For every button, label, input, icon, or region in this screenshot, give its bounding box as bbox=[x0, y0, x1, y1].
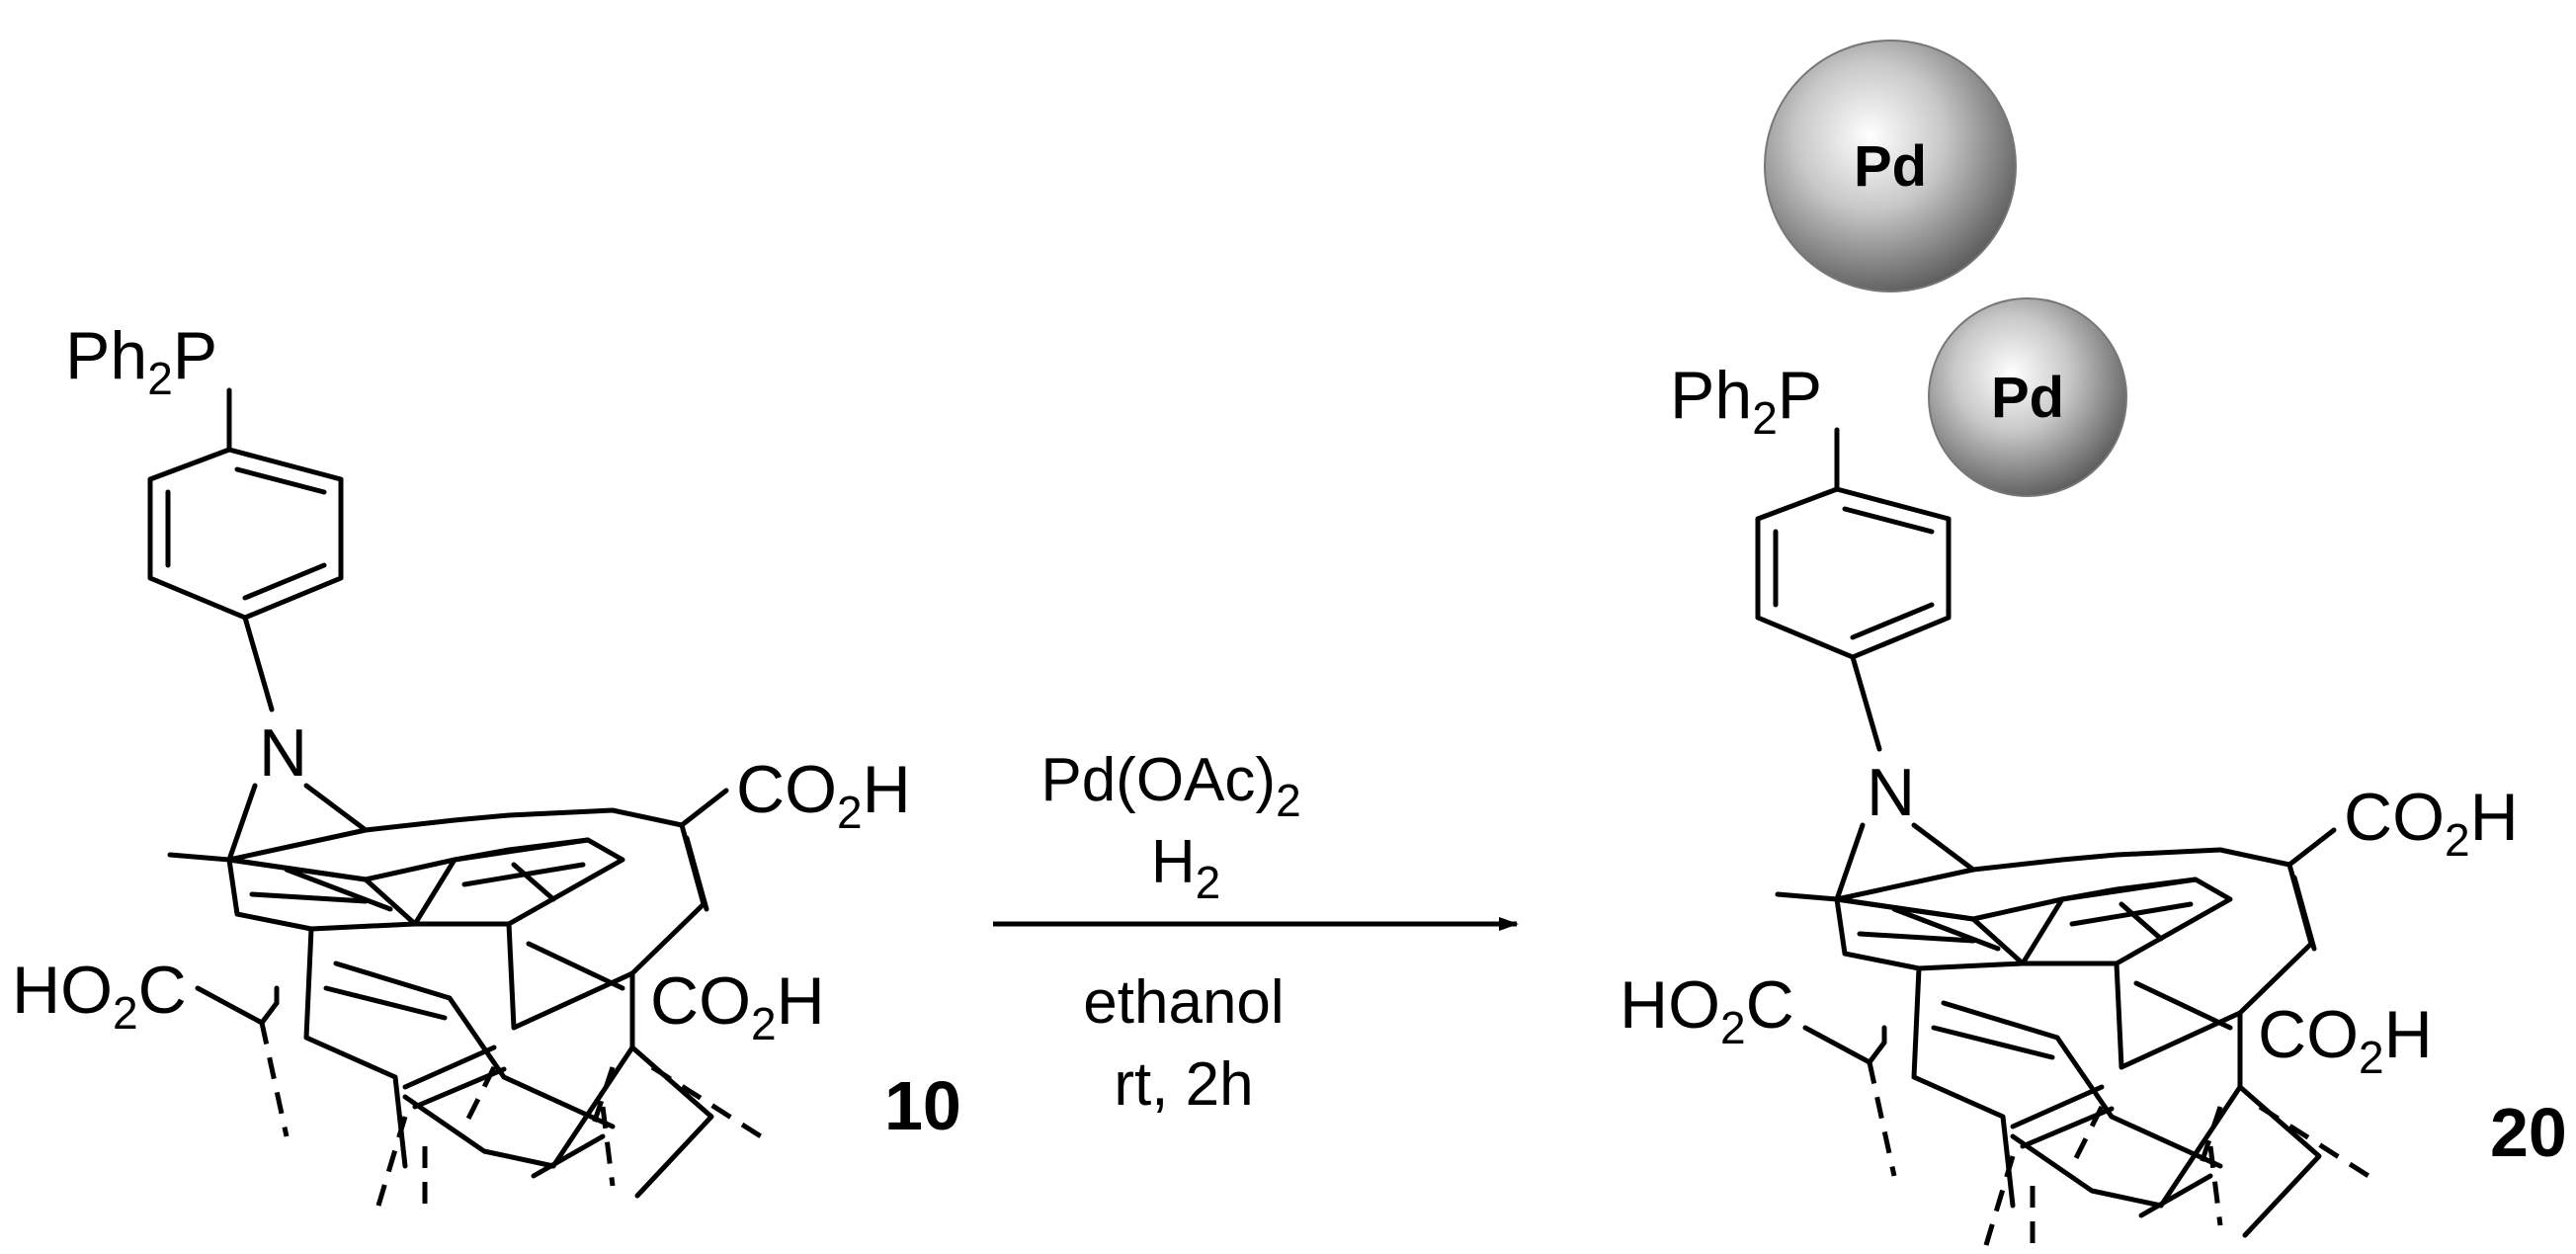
reactant-phosphine-label: Ph2P bbox=[65, 318, 217, 404]
product-acid-mid-label: CO2H bbox=[2258, 997, 2433, 1083]
reagent-2-label: H2 bbox=[1151, 828, 1220, 908]
reactant-skeleton bbox=[150, 390, 761, 1215]
reactant-acid-left-label: HO2C bbox=[12, 953, 187, 1039]
product-skeleton-group bbox=[1758, 430, 2368, 1254]
pd-nanoparticle-small-label: Pd bbox=[1991, 366, 2064, 430]
solvent-label: ethanol bbox=[1083, 968, 1284, 1037]
reactant-nitrogen-label: N bbox=[259, 715, 307, 791]
product-nitrogen-label: N bbox=[1867, 755, 1915, 830]
pd-nanoparticle-large-label: Pd bbox=[1854, 134, 1927, 199]
product-skeleton bbox=[1758, 430, 2368, 1254]
reactant-acid-top-label: CO2H bbox=[736, 752, 911, 838]
pd-nanoparticle-large bbox=[1764, 40, 2017, 293]
product-acid-top-label: CO2H bbox=[2344, 780, 2519, 866]
product-molecule: Pd Pd Ph2P N CO2H CO2H HO2C 20 bbox=[1620, 40, 2567, 1254]
reactant-acid-mid-label: CO2H bbox=[650, 963, 825, 1049]
product-phosphine-label: Ph2P bbox=[1670, 358, 1822, 444]
reagent-1-label: Pd(OAc)2 bbox=[1040, 746, 1300, 826]
reaction-conditions: Pd(OAc)2 H2 ethanol rt, 2h bbox=[993, 746, 1519, 1119]
reactant-molecule: Ph2P N CO2H CO2H HO2C 10 bbox=[12, 318, 961, 1215]
product-acid-left-label: HO2C bbox=[1620, 967, 1794, 1053]
time-temp-label: rt, 2h bbox=[1114, 1050, 1253, 1119]
reactant-compound-number: 10 bbox=[884, 1067, 961, 1144]
product-compound-number: 20 bbox=[2490, 1094, 2567, 1171]
pd-nanoparticle-small bbox=[1928, 297, 2127, 497]
